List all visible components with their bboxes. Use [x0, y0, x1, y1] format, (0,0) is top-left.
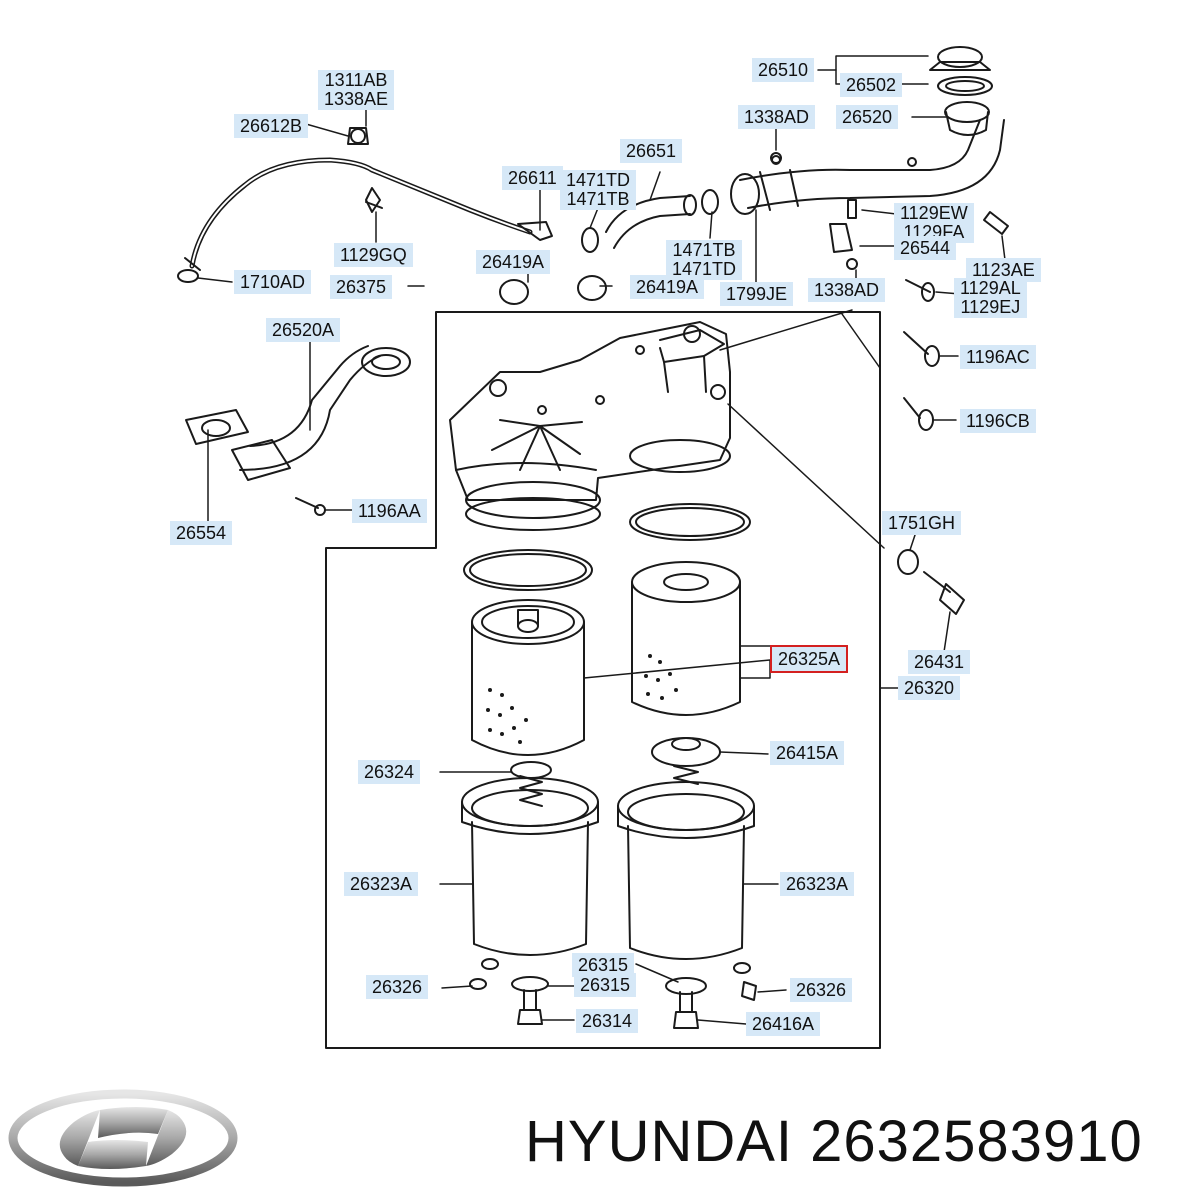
label-26554: 26554 [170, 521, 233, 545]
brand-part-number: HYUNDAI 2632583910 [525, 1109, 1143, 1174]
label-26612b: 26612B [234, 114, 309, 138]
bolts-right [897, 331, 965, 615]
label-26419a-bottom: 26419A [630, 275, 705, 299]
label-1196cb: 1196CB [960, 409, 1036, 433]
label-1311ab: 1311AB [324, 70, 388, 90]
label-1129ej: 1129EJ [960, 297, 1021, 317]
label-1129gq: 1129GQ [334, 243, 413, 267]
label-26375: 26375 [330, 275, 393, 299]
label-1196ac: 1196AC [960, 345, 1036, 369]
label-26326-left: 26326 [366, 975, 429, 999]
spring-left [510, 761, 552, 807]
label-1471tb-bottom: 1471TB [672, 240, 736, 260]
gasket-ring-left [463, 549, 593, 591]
label-26326-right: 26326 [790, 978, 853, 1002]
label-26323a-left: 26323A [344, 872, 419, 896]
label-1471tb-1471td: 1471TB 1471TD [666, 240, 743, 280]
label-26419a-top: 26419A [476, 250, 551, 274]
label-1338ad-top: 1338AD [738, 105, 816, 129]
label-26323a-right: 26323A [780, 872, 855, 896]
label-26544: 26544 [894, 236, 957, 260]
label-1338ad-bottom: 1338AD [808, 278, 886, 302]
filter-bowl-right [617, 781, 755, 960]
label-26611: 26611 [502, 166, 563, 190]
label-26502: 26502 [840, 73, 903, 97]
label-1129ew: 1129EW [900, 203, 968, 223]
label-26415a: 26415A [770, 741, 845, 765]
filler-cap-assembly [929, 46, 993, 136]
label-26520: 26520 [836, 105, 899, 129]
hyundai-logo-icon [8, 1089, 238, 1187]
label-1338ae: 1338AE [324, 89, 389, 109]
filter-element-right [631, 561, 741, 716]
label-26510: 26510 [752, 58, 815, 82]
label-1129al-1129ej: 1129AL 1129EJ [954, 278, 1027, 318]
filter-element-left [471, 599, 585, 756]
label-26315-mid: 26315 [574, 973, 637, 997]
label-1196aa: 1196AA [352, 499, 427, 523]
label-1471td-top: 1471TD [566, 170, 631, 190]
elbow-pipe-26520a [185, 345, 411, 516]
label-26320: 26320 [898, 676, 961, 700]
label-1710ad: 1710AD [234, 270, 312, 294]
label-26314: 26314 [576, 1009, 639, 1033]
label-26520a: 26520A [266, 318, 341, 342]
label-1471td-bottom: 1471TD [672, 259, 737, 279]
label-1799je: 1799JE [720, 282, 794, 306]
fuel-line-26612b [177, 127, 553, 283]
label-1311ab-1338ae: 1311AB 1338AE [318, 70, 395, 110]
label-26651: 26651 [620, 139, 683, 163]
label-26325a-highlighted[interactable]: 26325A [769, 645, 849, 673]
label-26431: 26431 [908, 650, 971, 674]
assembly-frame [325, 311, 881, 1049]
drain-hardware [469, 958, 757, 1029]
spring-right [651, 737, 721, 785]
bracket-26544 [770, 152, 1009, 302]
gasket-ring-right [629, 503, 751, 541]
leader-lines [197, 55, 1007, 1025]
label-1471tb-top: 1471TB [566, 189, 630, 209]
label-1471td-1471tb: 1471TD 1471TB [560, 170, 637, 210]
filter-bowl-left [461, 777, 599, 956]
label-26324: 26324 [358, 760, 421, 784]
label-26416a: 26416A [746, 1012, 821, 1036]
filter-head [449, 321, 731, 531]
label-1129al: 1129AL [960, 278, 1021, 298]
label-1751gh: 1751GH [882, 511, 962, 535]
